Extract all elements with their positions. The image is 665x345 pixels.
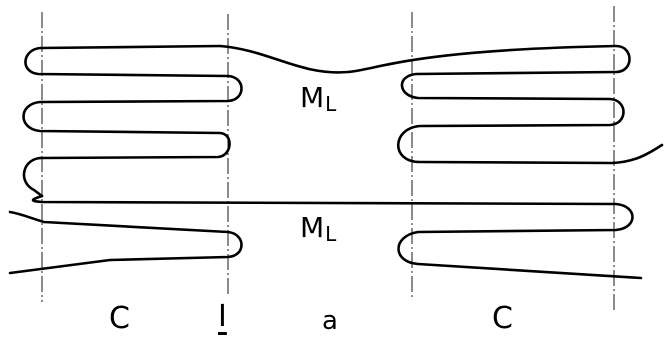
region-label-c-right: C <box>492 301 513 336</box>
ml-label-lower: ML <box>300 211 336 245</box>
chain-left-top-fold <box>22 44 243 160</box>
chain-tie-molecule <box>31 194 643 280</box>
ml-lower-subscript: L <box>325 222 337 246</box>
ml-label-upper: ML <box>300 81 336 115</box>
chain-left-middle-fold <box>22 156 44 198</box>
chain-left-bottom-fold <box>8 210 243 275</box>
region-label-c-left: C <box>109 301 130 336</box>
ml-lower-main: M <box>300 211 325 244</box>
chain-upper-bridge <box>218 44 664 165</box>
region-label-a: a <box>322 306 338 336</box>
ml-upper-subscript: L <box>325 92 337 116</box>
ml-upper-main: M <box>300 81 325 114</box>
region-label-i: I <box>218 299 227 334</box>
